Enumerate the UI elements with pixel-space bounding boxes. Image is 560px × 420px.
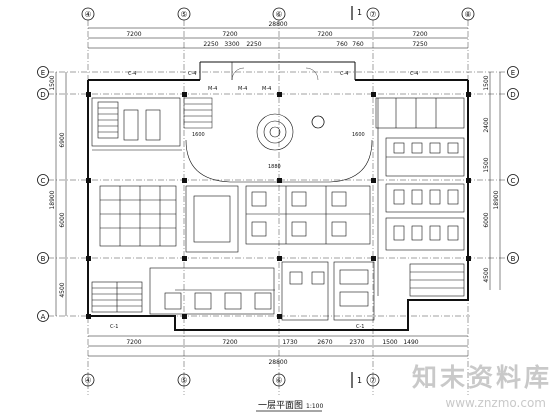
svg-text:28800: 28800 [268, 21, 287, 28]
watermark-text: 知末资料库 [411, 363, 552, 392]
section-mark-bottom: 1 [351, 372, 362, 388]
svg-text:1: 1 [357, 8, 362, 17]
label-c4: C-4 [128, 71, 136, 77]
bottom-rooms [149, 261, 375, 321]
svg-text:B: B [511, 255, 516, 263]
svg-text:C: C [511, 177, 516, 185]
label-c1: C-1 [356, 324, 364, 330]
svg-text:4500: 4500 [59, 282, 66, 297]
label-m4: M-4 [262, 86, 271, 92]
grid-column-bubbles-top: ④ ⑤ ⑥ ⑦ ⑧ [81, 7, 475, 21]
svg-text:760: 760 [352, 41, 364, 48]
svg-text:7200: 7200 [222, 31, 237, 38]
svg-text:D: D [510, 91, 515, 99]
plan-scale: 1:100 [306, 403, 323, 410]
outer-walls [87, 61, 469, 331]
label-m4: M-4 [208, 86, 217, 92]
watermark-url: www.znzmo.com [445, 396, 546, 410]
grid-label: ④ [84, 10, 91, 19]
svg-text:28800: 28800 [268, 359, 287, 366]
top-dimensions: 28800 7200 7200 7200 7200 2250 3300 2250… [88, 21, 468, 49]
svg-text:2370: 2370 [349, 339, 364, 346]
label-dim: 1880 [268, 164, 281, 170]
svg-text:1500: 1500 [382, 339, 397, 346]
left-interior [91, 97, 182, 313]
grid-label: ⑧ [464, 10, 471, 19]
grid-label: ⑤ [180, 10, 187, 19]
label-m4: M-4 [238, 86, 247, 92]
center-lobby [185, 62, 373, 183]
svg-text:④: ④ [84, 376, 91, 385]
svg-text:1500: 1500 [483, 157, 490, 172]
section-mark-top: 1 [351, 6, 362, 20]
svg-text:D: D [40, 91, 45, 99]
svg-text:7200: 7200 [126, 31, 141, 38]
side-dimensions: 1500 6900 6000 4500 18900 1500 2400 1500… [49, 72, 501, 316]
svg-text:3300: 3300 [224, 41, 239, 48]
bottom-dimensions: 7200 7200 1730 2670 2370 1500 1490 28800 [88, 335, 468, 366]
grid-column-bubbles-bottom: ④ ⑤ ⑥ ⑦ [81, 373, 380, 387]
label-c1: C-1 [110, 324, 118, 330]
svg-text:2250: 2250 [203, 41, 218, 48]
svg-text:A: A [41, 313, 46, 321]
structural-columns [86, 92, 471, 319]
svg-text:1730: 1730 [282, 339, 297, 346]
grid-axes [48, 20, 508, 395]
stair-top-left [183, 97, 213, 129]
svg-text:4500: 4500 [483, 267, 490, 282]
room-labels: C-4 C-4 C-4 C-4 C-1 C-1 M-4 M-4 M-4 1600… [110, 71, 418, 330]
svg-text:7200: 7200 [222, 339, 237, 346]
svg-text:⑥: ⑥ [275, 376, 282, 385]
label-c4: C-4 [340, 71, 348, 77]
svg-text:1500: 1500 [49, 75, 56, 90]
svg-text:18900: 18900 [49, 190, 56, 209]
right-wing-rooms [375, 97, 465, 297]
svg-text:1500: 1500 [483, 75, 490, 90]
svg-text:7200: 7200 [317, 31, 332, 38]
svg-text:1490: 1490 [403, 339, 418, 346]
svg-text:2670: 2670 [317, 339, 332, 346]
svg-text:6900: 6900 [59, 132, 66, 147]
svg-text:6000: 6000 [483, 212, 490, 227]
svg-text:⑦: ⑦ [369, 376, 376, 385]
svg-text:7250: 7250 [412, 41, 427, 48]
svg-text:B: B [41, 255, 46, 263]
svg-text:⑤: ⑤ [180, 376, 187, 385]
watermark: 知末资料库 www.znzmo.com [412, 358, 552, 410]
grid-row-bubbles: E D C B A E D C B [37, 66, 519, 322]
label-c4: C-4 [410, 71, 418, 77]
svg-text:C: C [41, 177, 46, 185]
svg-text:E: E [511, 69, 515, 77]
svg-text:760: 760 [336, 41, 348, 48]
svg-text:6000: 6000 [59, 212, 66, 227]
svg-text:E: E [41, 69, 45, 77]
plan-title: 一层平面图 [258, 400, 303, 411]
label-dim: 1600 [192, 132, 205, 138]
svg-text:7200: 7200 [412, 31, 427, 38]
label-c4: C-4 [188, 71, 196, 77]
grid-label: ⑥ [275, 10, 282, 19]
svg-text:2400: 2400 [483, 117, 490, 132]
grid-label: ⑦ [369, 10, 376, 19]
svg-text:7200: 7200 [126, 339, 141, 346]
central-rooms [185, 185, 371, 253]
svg-text:1: 1 [357, 376, 362, 385]
label-dim: 1600 [352, 132, 365, 138]
svg-text:2250: 2250 [246, 41, 261, 48]
svg-text:18900: 18900 [493, 190, 500, 209]
drawing-title: 一层平面图 1:100 [256, 400, 323, 412]
